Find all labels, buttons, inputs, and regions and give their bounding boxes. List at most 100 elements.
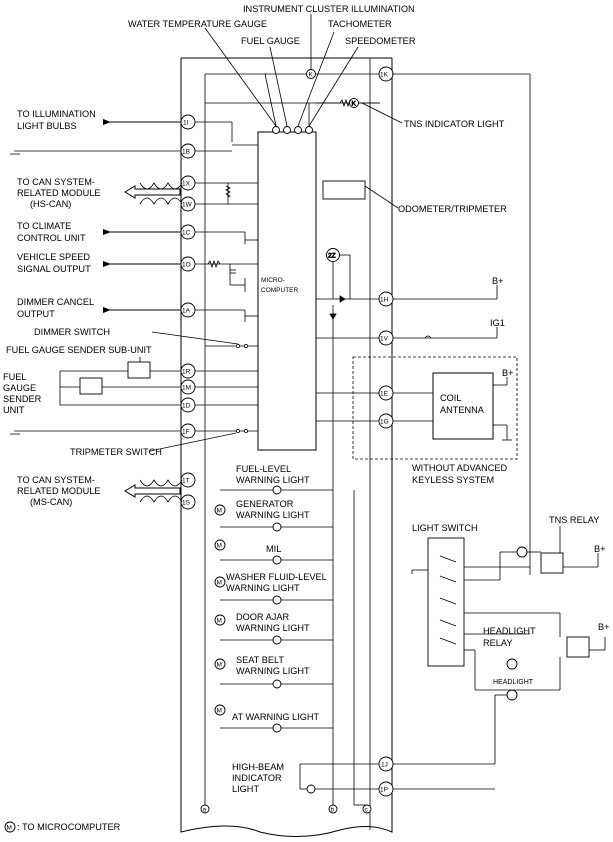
- svg-text:1J: 1J: [381, 762, 388, 769]
- label-fuel-level-2: WARNING LIGHT: [236, 475, 310, 485]
- label-tns-relay: TNS RELAY: [549, 515, 599, 525]
- label-to-illumination-1: TO ILLUMINATION: [17, 109, 96, 119]
- label-can-hs-3: (HS-CAN): [30, 199, 71, 209]
- label-seat-belt-1: SEAT BELT: [236, 655, 284, 665]
- right-terminals: 1K 1H 1V 1E 1G 1J 1P: [378, 66, 394, 797]
- keyless-dashed-box: [352, 356, 518, 460]
- fuel-sender-sub-unit: [127, 361, 151, 379]
- microcomputer-box: [257, 131, 317, 451]
- svg-text:1F: 1F: [182, 429, 190, 436]
- can-hs-arrow: [124, 185, 181, 199]
- label-keyless-system: KEYLESS SYSTEM: [412, 475, 494, 485]
- svg-text:1C: 1C: [182, 230, 191, 237]
- label-can-ms-1: TO CAN SYSTEM-: [17, 475, 95, 485]
- label-headlight-relay-1: HEADLIGHT: [483, 626, 536, 636]
- label-to-illumination-2: LIGHT BULBS: [17, 121, 77, 131]
- coil-antenna: [432, 372, 494, 440]
- svg-text:K: K: [352, 101, 357, 108]
- label-climate-2: CONTROL UNIT: [17, 233, 86, 243]
- label-can-hs-2: RELATED MODULE: [17, 188, 101, 198]
- label-fuel-sender-sub: FUEL GAUGE SENDER SUB-UNIT: [6, 345, 152, 355]
- bus-a-label: a: [203, 807, 207, 814]
- label-antenna: ANTENNA: [440, 405, 485, 415]
- light-switch-contacts: [411, 555, 560, 651]
- svg-text:K: K: [309, 72, 314, 79]
- label-dimmer-cancel-2: OUTPUT: [17, 309, 55, 319]
- label-can-ms-3: (MS-CAN): [30, 497, 72, 507]
- svg-text:1R: 1R: [182, 369, 191, 376]
- label-tachometer: TACHOMETER: [328, 19, 392, 29]
- svg-text:1V: 1V: [380, 336, 389, 343]
- svg-text:1X: 1X: [182, 181, 191, 188]
- label-generator-2: WARNING LIGHT: [236, 510, 310, 520]
- label-headlight: HEADLIGHT: [493, 679, 534, 686]
- svg-text:M: M: [217, 708, 222, 715]
- svg-text:M: M: [217, 580, 222, 587]
- odometer-display: [322, 180, 366, 200]
- label-door-ajar-1: DOOR AJAR: [236, 612, 289, 622]
- svg-text:1W: 1W: [182, 202, 193, 209]
- label-seat-belt-2: WARNING LIGHT: [236, 666, 310, 676]
- svg-text:1I: 1I: [183, 120, 189, 127]
- svg-text:1H: 1H: [380, 297, 389, 304]
- bus-b-label: b: [331, 807, 335, 814]
- label-high-beam-3: LIGHT: [232, 784, 259, 794]
- label-water-temperature-gauge: WATER TEMPERATURE GAUGE: [128, 19, 267, 29]
- label-bplus-3: B+: [594, 544, 606, 554]
- label-speedometer: SPEEDOMETER: [345, 36, 416, 46]
- svg-text:1T: 1T: [182, 478, 190, 485]
- label-fuel-sender-1: FUEL: [3, 372, 27, 382]
- label-odometer-tripmeter: ODOMETER/TRIPMETER: [398, 204, 507, 214]
- label-can-ms-2: RELATED MODULE: [17, 486, 101, 496]
- label-bplus-2: B+: [502, 368, 514, 378]
- bus-c-label: c: [365, 807, 369, 814]
- label-mil: MIL: [266, 544, 281, 554]
- label-headlight-relay-2: RELAY: [483, 638, 512, 648]
- label-dimmer-switch: DIMMER SWITCH: [34, 327, 110, 337]
- svg-text:1B: 1B: [182, 149, 190, 156]
- label-tripmeter-switch: TRIPMETER SWITCH: [70, 447, 162, 457]
- light-switch-box: [427, 537, 465, 667]
- label-coil: COIL: [440, 393, 461, 403]
- label-high-beam-1: HIGH-BEAM: [232, 762, 284, 772]
- svg-text:M: M: [217, 508, 222, 515]
- legend-label: : TO MICROCOMPUTER: [17, 822, 121, 832]
- label-washer-1: WASHER FLUID-LEVEL: [226, 572, 327, 582]
- left-terminals: 1I 1B 1X 1W 1C 1O 1A 1R 1M 1D 1F 1T 1S: [180, 114, 196, 510]
- label-dimmer-cancel-1: DIMMER CANCEL: [17, 297, 94, 307]
- label-washer-2: WARNING LIGHT: [226, 583, 300, 593]
- svg-text:1K: 1K: [380, 72, 389, 79]
- svg-text:1E: 1E: [380, 391, 389, 398]
- warning-lights: M M M M M M: [214, 485, 333, 733]
- label-fuel-level-1: FUEL-LEVEL: [236, 464, 291, 474]
- label-bplus-4: B+: [598, 622, 610, 632]
- label-generator-1: GENERATOR: [236, 499, 294, 509]
- label-ig1: IG1: [490, 318, 505, 328]
- label-fuel-sender-2: GAUGE: [3, 383, 36, 393]
- cluster-housing: [180, 58, 393, 837]
- svg-text:1O: 1O: [182, 262, 191, 269]
- cluster-illumination-bulb: [306, 69, 316, 79]
- label-fuel-sender-4: UNIT: [3, 405, 25, 415]
- headlight-relay: [566, 636, 590, 658]
- label-without-advanced: WITHOUT ADVANCED: [412, 463, 507, 473]
- gauge-terminals: [264, 73, 313, 134]
- svg-text:1P: 1P: [380, 787, 388, 794]
- label-bplus-1: B+: [492, 276, 504, 286]
- label-vss-1: VEHICLE SPEED: [17, 252, 90, 262]
- tns-relay: [540, 552, 564, 574]
- svg-text:M: M: [217, 662, 222, 669]
- svg-text:1A: 1A: [182, 308, 191, 315]
- label-vss-2: SIGNAL OUTPUT: [17, 264, 91, 274]
- label-instrument-cluster-illumination: INSTRUMENT CLUSTER ILLUMINATION: [243, 4, 415, 14]
- label-tns-indicator-light: TNS INDICATOR LIGHT: [404, 119, 505, 129]
- label-fuel-gauge: FUEL GAUGE: [241, 36, 300, 46]
- svg-text:M: M: [217, 543, 222, 550]
- label-light-switch: LIGHT SWITCH: [412, 523, 478, 533]
- label-at-warning: AT WARNING LIGHT: [232, 712, 320, 722]
- svg-text:M: M: [217, 618, 222, 625]
- fuel-sender-unit: [79, 377, 103, 395]
- legend-m-icon: [4, 821, 16, 833]
- label-high-beam-2: INDICATOR: [232, 773, 282, 783]
